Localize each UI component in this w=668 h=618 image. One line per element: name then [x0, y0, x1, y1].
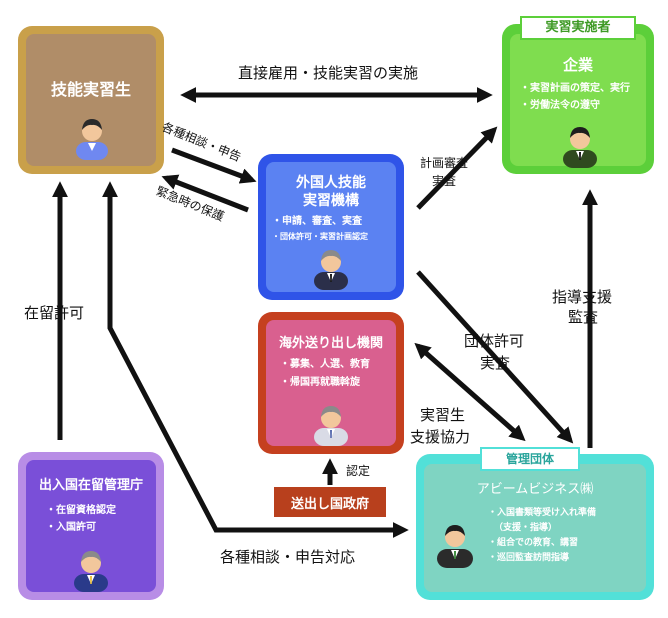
company-bullet: ・実習計画の策定、実行 [520, 83, 630, 94]
supervising-role-badge: 管理団体 [480, 447, 580, 471]
label-support-1: 実習生 [420, 406, 466, 424]
supervising-person-icon [437, 525, 473, 568]
supervising-bullets: ・入国書類等受け入れ準備 （支援・指導） ・組合での教育、講習 ・巡回監査訪問指… [488, 506, 596, 566]
supervising-bullet: ・組合での教育、講習 [488, 538, 579, 548]
company-box-inner: 企業 ・実習計画の策定、実行 ・労働法令の遵守 [510, 34, 646, 168]
label-residence-permit: 在留許可 [24, 304, 85, 322]
arrow-plan-review [416, 126, 498, 210]
trainee-box: 技能実習生 [18, 26, 164, 174]
company-box: 企業 ・実習計画の策定、実行 ・労働法令の遵守 [502, 24, 654, 174]
sending-org-bullet: ・帰国再就職斡旋 [280, 377, 360, 388]
otit-bullet: ・申請、審査、実査 [272, 216, 362, 227]
sending-org-box: 海外送り出し機関 ・募集、人選、教育 ・帰国再就職斡旋 [258, 312, 404, 454]
label-direct-employment: 直接雇用・技能実習の実施 [238, 64, 419, 82]
supervising-title: アビームビジネス㈱ [476, 482, 594, 497]
otit-title-line2: 実習機構 [303, 193, 359, 209]
sending-org-bullet: ・募集、人選、教育 [280, 359, 370, 370]
label-consultation-response: 各種相談・申告対応 [220, 548, 356, 566]
company-bullets: ・実習計画の策定、実行 ・労働法令の遵守 [520, 80, 630, 114]
sending-org-title: 海外送り出し機関 [278, 336, 383, 351]
trainee-box-inner: 技能実習生 [26, 34, 156, 166]
company-bullet: ・労働法令の遵守 [520, 100, 600, 111]
immigration-bullet: ・入国許可 [46, 522, 96, 533]
arrow-consultation-response [101, 181, 409, 539]
arrow-support [414, 342, 526, 442]
supervising-bullet: ・入国書類等受け入れ準備 [488, 508, 597, 518]
supervising-box: アビームビジネス㈱ ・入国書類等受け入れ準備 （支援・指導） ・組合での教育、講… [416, 454, 654, 600]
sending-org-bullets: ・募集、人選、教育 ・帰国再就職斡旋 [280, 356, 370, 392]
sending-gov-box: 送出し国政府 [274, 487, 386, 517]
sending-org-person-icon [314, 406, 348, 446]
supervising-bullet: ・巡回監査訪問指導 [488, 553, 570, 563]
supervising-box-inner: アビームビジネス㈱ ・入国書類等受け入れ準備 （支援・指導） ・組合での教育、講… [424, 464, 646, 592]
otit-title-line1: 外国人技能 [296, 175, 366, 191]
immigration-box: 出入国在留管理庁 ・在留資格認定 ・入国許可 [18, 452, 164, 600]
label-guidance-1: 指導支援 [552, 288, 613, 306]
trainee-person-icon [76, 119, 108, 160]
immigration-bullets: ・在留資格認定 ・入国許可 [46, 502, 116, 536]
otit-box: 外国人技能 実習機構 ・申請、審査、実査 ・団体許可・実習計画認定 [258, 154, 404, 300]
trainee-title: 技能実習生 [50, 80, 131, 99]
label-certification: 認定 [346, 464, 371, 478]
otit-bullets: ・申請、審査、実査 ・団体許可・実習計画認定 [272, 214, 368, 244]
immigration-bullet: ・在留資格認定 [46, 505, 116, 516]
label-plan-review-1: 計画審査 [420, 156, 469, 170]
sending-gov-title: 送出し国政府 [290, 497, 369, 512]
label-support-2: 支援協力 [410, 428, 471, 446]
immigration-title: 出入国在留管理庁 [38, 478, 143, 493]
immigration-box-inner: 出入国在留管理庁 ・在留資格認定 ・入国許可 [26, 460, 156, 592]
supervising-bullet: （支援・指導） [494, 523, 558, 533]
otit-box-inner: 外国人技能 実習機構 ・申請、審査、実査 ・団体許可・実習計画認定 [266, 162, 396, 292]
label-guidance-2: 監査 [568, 308, 599, 326]
sending-org-box-inner: 海外送り出し機関 ・募集、人選、教育 ・帰国再就職斡旋 [266, 320, 396, 446]
label-group-permit-2: 実査 [480, 354, 511, 372]
otit-bullet: ・団体許可・実習計画認定 [272, 232, 368, 241]
company-role-badge: 実習実施者 [520, 16, 636, 40]
company-person-icon [563, 127, 597, 168]
otit-person-icon [314, 250, 348, 290]
label-plan-review-2: 実査 [432, 174, 457, 188]
company-title: 企業 [562, 56, 593, 74]
immigration-person-icon [74, 551, 108, 592]
arrow-consultation [171, 147, 257, 184]
label-group-permit-1: 団体許可 [464, 332, 525, 350]
